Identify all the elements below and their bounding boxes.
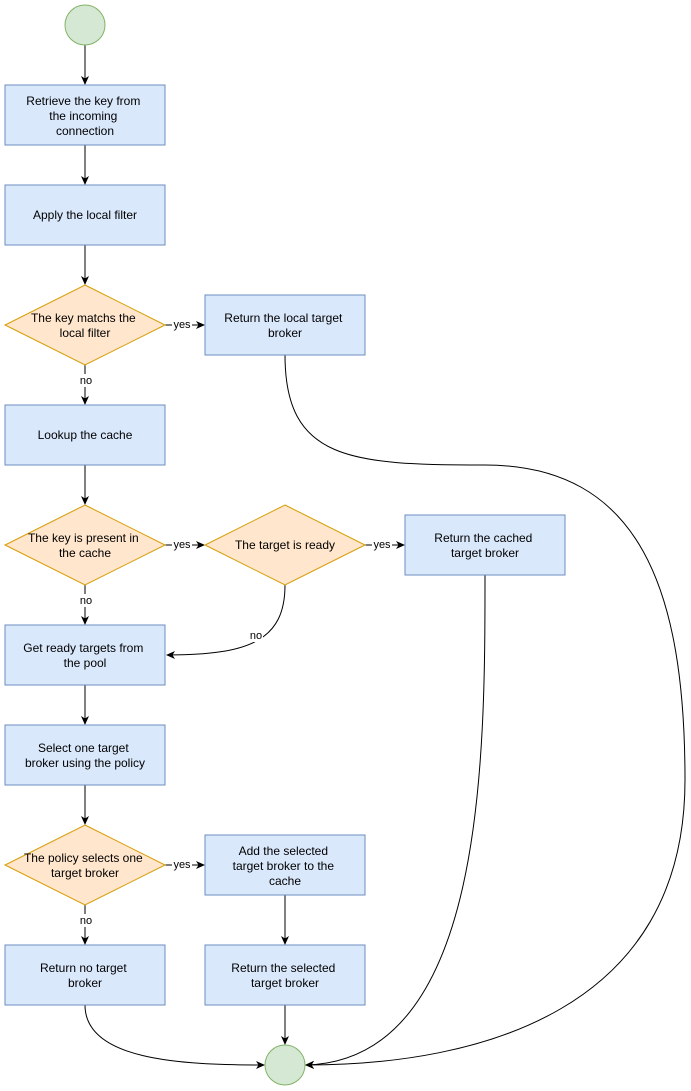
edge-labels: yes no yes yes no no yes no: [79, 318, 392, 927]
node-retrieve-key-line-3: connection: [56, 124, 114, 138]
node-apply-filter: Apply the local filter: [4, 184, 166, 246]
label-yes-key-present: yes: [173, 539, 191, 551]
svg-text:Retrieve the key from: Retrieve the key from the incoming conne…: [26, 94, 143, 138]
svg-text:Return the cached targ: Return the cached target broker: [434, 531, 535, 560]
node-return-local-line-2: broker: [268, 326, 302, 340]
svg-text:Get ready targets from: Get ready targets from the pool: [23, 641, 146, 670]
node-key-matches-line-2: local filter: [60, 326, 111, 340]
label-no-key-present: no: [80, 595, 92, 607]
node-target-ready-line-1: The target is ready: [235, 538, 335, 552]
label-yes-key-matches: yes: [173, 319, 191, 331]
nodes: Retrieve the key from the incoming conne…: [3, 4, 566, 1086]
edge-return-local-to-end: [284, 354, 686, 1069]
node-policy-selects-line-1: The policy selects one: [24, 851, 143, 865]
node-get-ready-line-2: the pool: [64, 656, 107, 670]
start-node: [64, 4, 106, 46]
svg-text:The key matchs the loc: The key matchs the local filter: [31, 311, 139, 340]
edge-ready-no-to-get-ready: [166, 584, 286, 659]
svg-text:Apply the local filter: Apply the local filter: [33, 208, 137, 222]
edges: [81, 45, 686, 1069]
node-apply-filter-line-1: Apply the local filter: [33, 208, 137, 222]
svg-text:Return no target broke: Return no target broker: [40, 961, 130, 990]
node-return-cached: Return the cached target broker: [404, 514, 566, 576]
node-select-target-line-2: broker using the policy: [25, 756, 145, 770]
node-return-local: Return the local target broker: [204, 294, 366, 356]
node-return-none-line-2: broker: [68, 976, 102, 990]
node-return-cached-line-1: Return the cached: [434, 531, 532, 545]
node-return-selected-line-1: Return the selected: [231, 961, 335, 975]
node-add-to-cache: Add the selected target broker to the ca…: [204, 834, 366, 896]
node-return-local-line-1: Return the local target: [224, 311, 343, 325]
node-retrieve-key-line-2: the incoming: [49, 109, 117, 123]
node-retrieve-key-line-1: Retrieve the key from: [26, 94, 140, 108]
node-key-matches-decision: The key matchs the local filter: [3, 284, 167, 366]
svg-text:Select one target brok: Select one target broker using the polic…: [25, 741, 145, 770]
label-no-key-matches: no: [80, 375, 92, 387]
node-select-target: Select one target broker using the polic…: [4, 724, 166, 786]
node-add-cache-line-3: cache: [269, 874, 301, 888]
node-policy-selects-decision: The policy selects one target broker: [3, 824, 167, 906]
svg-text:Add the selected targe: Add the selected target broker to the ca…: [233, 844, 338, 888]
svg-text:Return the selected ta: Return the selected target broker: [231, 961, 338, 990]
edge-return-cached-to-end: [305, 574, 486, 1069]
node-add-cache-line-2: target broker to the: [233, 859, 335, 873]
svg-text:Lookup the cache: Lookup the cache: [38, 428, 133, 442]
node-get-ready-line-1: Get ready targets from: [23, 641, 143, 655]
node-return-cached-line-2: target broker: [451, 546, 519, 560]
label-no-target-ready: no: [250, 630, 262, 642]
svg-text:The policy selects one: The policy selects one target broker: [24, 851, 146, 880]
node-key-matches-line-1: The key matchs the: [31, 311, 136, 325]
node-return-none: Return no target broker: [4, 944, 166, 1006]
label-yes-policy: yes: [173, 859, 191, 871]
node-lookup-cache-line-1: Lookup the cache: [38, 428, 133, 442]
svg-text:Return the local target: Return the local target broker: [224, 311, 345, 340]
svg-text:The key is present in: The key is present in the cache: [28, 531, 142, 560]
node-target-ready-decision: The target is ready: [203, 504, 367, 586]
label-yes-target-ready: yes: [373, 539, 391, 551]
node-return-selected-line-2: target broker: [251, 976, 319, 990]
label-no-policy: no: [80, 915, 92, 927]
node-lookup-cache: Lookup the cache: [4, 404, 166, 466]
node-key-present-decision: The key is present in the cache: [3, 504, 167, 586]
node-key-present-line-2: the cache: [59, 546, 111, 560]
node-add-cache-line-1: Add the selected: [239, 844, 328, 858]
node-return-selected: Return the selected target broker: [204, 944, 366, 1006]
edge-return-none-to-end: [84, 1004, 265, 1069]
node-return-none-line-1: Return no target: [40, 961, 127, 975]
node-key-present-line-1: The key is present in: [28, 531, 139, 545]
node-select-target-line-1: Select one target: [38, 741, 129, 755]
end-node: [264, 1044, 306, 1086]
svg-text:The target is ready: The target is ready: [235, 538, 335, 552]
node-get-ready-targets: Get ready targets from the pool: [4, 624, 166, 686]
node-retrieve-key: Retrieve the key from the incoming conne…: [4, 84, 166, 146]
node-policy-selects-line-2: target broker: [51, 866, 119, 880]
